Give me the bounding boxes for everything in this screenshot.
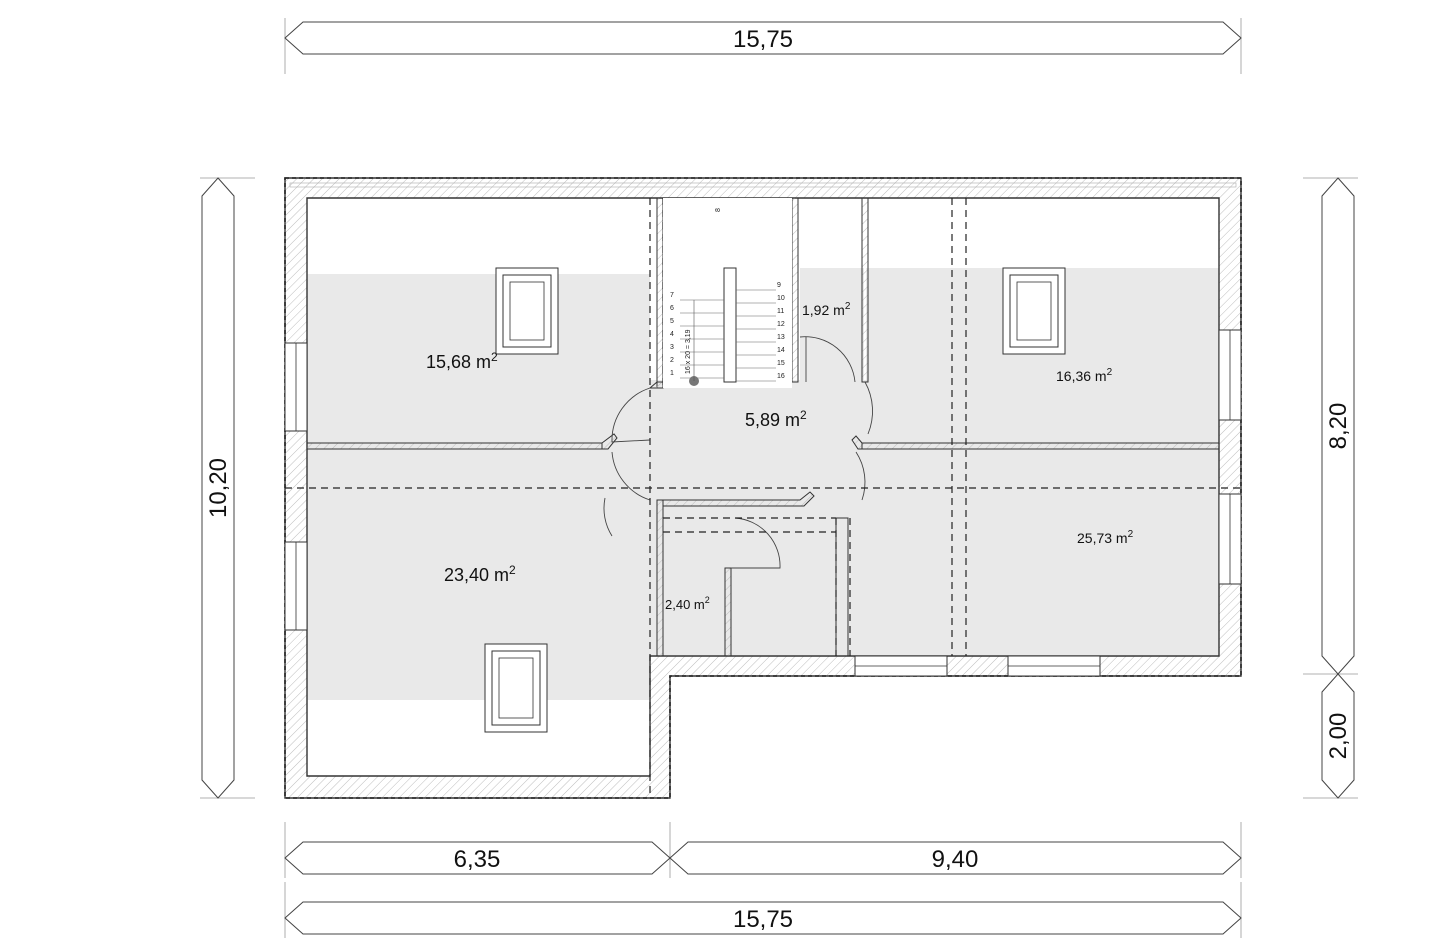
stair-top-step-label: 8	[715, 208, 722, 212]
stair-step-number: 12	[777, 321, 785, 328]
room-bottom-right-area: 25,73 m2	[1077, 529, 1134, 546]
dimension-bottom-total-label: 15,75	[733, 906, 793, 933]
stair-step-number: 4	[670, 331, 674, 338]
stair-step-number: 2	[670, 357, 674, 364]
stair-step-number: 1	[670, 370, 674, 377]
skylights	[484, 267, 1066, 733]
stair-step-number: 5	[670, 318, 674, 325]
stair-step-number: 3	[670, 344, 674, 351]
dimension-left-total-label: 10,20	[205, 458, 232, 518]
dimension-bottom-left: 6,35	[284, 822, 671, 878]
room-top-right-area: 16,36 m2	[1056, 367, 1113, 384]
small-top-area: 1,92 m2	[802, 301, 851, 318]
stair-step-number: 10	[777, 295, 785, 302]
hall-area: 5,89 m2	[745, 408, 807, 430]
windows	[284, 329, 1242, 677]
dimension-bottom-left-label: 6,35	[454, 846, 501, 873]
skylight-bottom-left	[484, 643, 548, 733]
stair-formula-label: 16 x 20 = 3,19	[685, 329, 692, 374]
dimension-right-upper-label: 8,20	[1325, 403, 1352, 450]
stair-step-number: 9	[777, 282, 781, 289]
dimension-right-lower-label: 2,00	[1325, 713, 1352, 760]
room-labels: 15,68 m2 23,40 m2 5,89 m2 1,92 m2 2,40 m…	[426, 301, 1134, 612]
skylight-top-left	[495, 267, 559, 355]
door-swings	[603, 336, 873, 569]
room-top-left-area: 15,68 m2	[426, 350, 498, 372]
stair-step-number: 7	[670, 292, 674, 299]
dimension-bottom-total: 15,75	[284, 882, 1242, 938]
stair-step-number: 15	[777, 360, 785, 367]
dimension-top-total-label: 15,75	[733, 26, 793, 53]
dimension-right-upper: 8,20	[1303, 177, 1358, 675]
room-bottom-left-area: 23,40 m2	[444, 563, 516, 585]
interior-walls	[306, 197, 1220, 657]
stair-step-number: 11	[777, 308, 784, 315]
small-bottom-area: 2,40 m2	[665, 595, 710, 612]
stair-step-number: 6	[670, 305, 674, 312]
dimension-left-total: 10,20	[200, 177, 255, 799]
dimension-bottom-right-label: 9,40	[932, 846, 979, 873]
stair-step-number: 13	[777, 334, 785, 341]
dimension-top-total: 15,75	[284, 18, 1242, 74]
skylight-top-right	[1002, 267, 1066, 355]
dimension-bottom-right: 9,40	[669, 822, 1242, 878]
stair-step-number: 14	[777, 347, 785, 354]
staircase: 8 16 x 20 = 3,19 7 6 5 4 3 2 1 9 10 11 12 13 14 15 16	[663, 198, 792, 388]
dimension-right-lower: 2,00	[1303, 673, 1358, 799]
stair-step-number: 16	[777, 373, 785, 380]
